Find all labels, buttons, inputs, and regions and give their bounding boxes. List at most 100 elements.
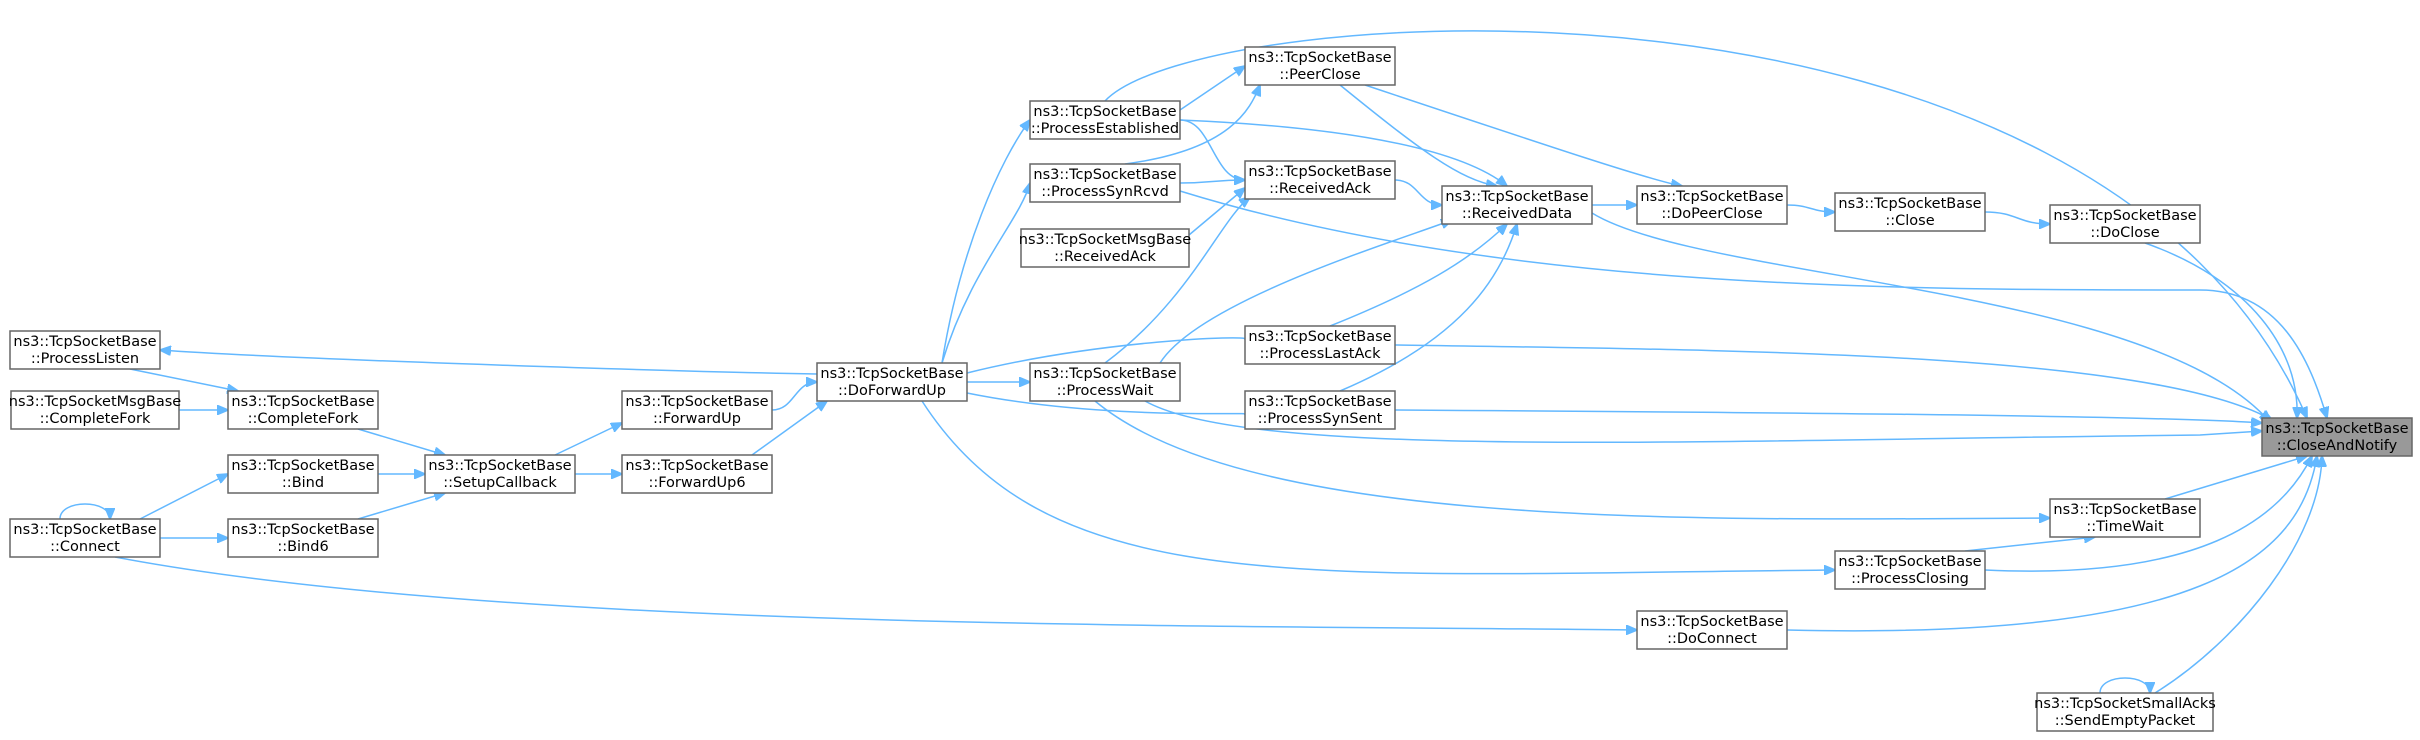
- edge-doforwardup-to-processlisten: [160, 350, 818, 375]
- node-label-method-msgcompletefork: ::CompleteFork: [40, 411, 151, 427]
- edge-peerclose-to-receiveddata: [1339, 84, 1497, 186]
- edge-processestablished-to-receiveddata: [1179, 119, 1507, 186]
- node-setupcallback[interactable]: ns3::TcpSocketBase::SetupCallback: [424, 454, 576, 494]
- node-box-processsynsent: [1244, 390, 1396, 430]
- node-processsynrcvd[interactable]: ns3::TcpSocketBase::ProcessSynRcvd: [1029, 163, 1181, 203]
- node-processlisten[interactable]: ns3::TcpSocketBase::ProcessListen: [9, 330, 161, 370]
- node-label-class-connect: ns3::TcpSocketBase: [13, 522, 156, 538]
- node-box-processclosing: [1834, 550, 1986, 590]
- node-closeandnotify[interactable]: ns3::TcpSocketBase::CloseAndNotify: [2261, 417, 2413, 457]
- node-label-method-forwardup6: ::ForwardUp6: [648, 475, 745, 491]
- node-label-class-close: ns3::TcpSocketBase: [1838, 196, 1981, 212]
- node-processwait[interactable]: ns3::TcpSocketBase::ProcessWait: [1029, 362, 1181, 402]
- edge-connect-to-connect: [59, 503, 110, 519]
- node-label-class-bind: ns3::TcpSocketBase: [231, 458, 374, 474]
- node-completefork[interactable]: ns3::TcpSocketBase::CompleteFork: [227, 390, 379, 430]
- node-timewait[interactable]: ns3::TcpSocketBase::TimeWait: [2049, 498, 2201, 538]
- edge-forwardup6-to-doforwardup: [751, 401, 827, 456]
- node-msgreceivedack[interactable]: ns3::TcpSocketMsgBase::ReceivedAck: [1019, 228, 1192, 268]
- edge-sendemptypacket-to-closeandnotify: [2154, 456, 2322, 694]
- node-label-class-dopeerclose: ns3::TcpSocketBase: [1640, 189, 1783, 205]
- edge-msgreceivedack-to-receivedack: [1188, 188, 1245, 236]
- node-label-class-forwardup6: ns3::TcpSocketBase: [625, 458, 768, 474]
- edge-processclosing-to-timewait: [1964, 537, 2095, 552]
- node-processlastack[interactable]: ns3::TcpSocketBase::ProcessLastAck: [1244, 325, 1396, 365]
- node-doconnect[interactable]: ns3::TcpSocketBase::DoConnect: [1636, 610, 1788, 650]
- node-label-class-bind6: ns3::TcpSocketBase: [231, 522, 374, 538]
- node-label-method-processlastack: ::ProcessLastAck: [1259, 346, 1381, 362]
- node-box-close: [1834, 192, 1986, 232]
- node-box-msgreceivedack: [1020, 228, 1190, 268]
- node-peerclose[interactable]: ns3::TcpSocketBase::PeerClose: [1244, 46, 1396, 86]
- edge-processsynsent-to-receiveddata: [1339, 224, 1517, 392]
- node-box-doconnect: [1636, 610, 1788, 650]
- node-label-class-processclosing: ns3::TcpSocketBase: [1838, 554, 1981, 570]
- node-label-method-dopeerclose: ::DoPeerClose: [1661, 206, 1762, 222]
- edge-processestablished-to-receivedack: [1179, 119, 1245, 180]
- node-connect[interactable]: ns3::TcpSocketBase::Connect: [9, 518, 161, 558]
- node-box-timewait: [2049, 498, 2201, 538]
- node-box-completefork: [227, 390, 379, 430]
- node-label-method-bind6: ::Bind6: [277, 539, 328, 555]
- node-label-class-processsynrcvd: ns3::TcpSocketBase: [1033, 167, 1176, 183]
- node-box-processestablished: [1029, 100, 1181, 140]
- node-box-processlisten: [9, 330, 161, 370]
- node-label-class-processwait: ns3::TcpSocketBase: [1033, 366, 1176, 382]
- node-box-processsynrcvd: [1029, 163, 1181, 203]
- node-label-class-peerclose: ns3::TcpSocketBase: [1248, 50, 1391, 66]
- node-close[interactable]: ns3::TcpSocketBase::Close: [1834, 192, 1986, 232]
- node-box-closeandnotify: [2261, 417, 2413, 457]
- node-forwardup6[interactable]: ns3::TcpSocketBase::ForwardUp6: [621, 454, 773, 494]
- node-doforwardup[interactable]: ns3::TcpSocketBase::DoForwardUp: [816, 362, 968, 402]
- edge-doforwardup-to-processsynrcvd: [941, 183, 1030, 364]
- node-label-class-forwardup: ns3::TcpSocketBase: [625, 394, 768, 410]
- node-box-receivedack: [1244, 160, 1396, 200]
- edge-processwait-to-receiveddata: [1159, 220, 1452, 364]
- node-label-method-processestablished: ::ProcessEstablished: [1031, 121, 1179, 137]
- node-processclosing[interactable]: ns3::TcpSocketBase::ProcessClosing: [1834, 550, 1986, 590]
- node-box-connect: [9, 518, 161, 558]
- node-box-doclose: [2049, 204, 2201, 244]
- node-label-method-closeandnotify: ::CloseAndNotify: [2277, 438, 2398, 454]
- edge-completefork-to-setupcallback: [357, 428, 445, 455]
- node-label-method-timewait: ::TimeWait: [2086, 519, 2164, 535]
- edge-processsynsent-to-closeandnotify: [1394, 409, 2262, 423]
- node-label-class-doconnect: ns3::TcpSocketBase: [1640, 614, 1783, 630]
- edge-doforwardup-to-processclosing: [921, 400, 1835, 574]
- node-label-method-msgreceivedack: ::ReceivedAck: [1054, 249, 1156, 265]
- node-label-method-completefork: ::CompleteFork: [248, 411, 359, 427]
- edge-processsynrcvd-to-peerclose: [1124, 85, 1260, 165]
- edge-dopeerclose-to-close: [1786, 204, 1835, 212]
- node-label-method-doclose: ::DoClose: [2090, 225, 2159, 241]
- node-box-setupcallback: [424, 454, 576, 494]
- node-dopeerclose[interactable]: ns3::TcpSocketBase::DoPeerClose: [1636, 185, 1788, 225]
- node-doclose[interactable]: ns3::TcpSocketBase::DoClose: [2049, 204, 2201, 244]
- node-label-method-receiveddata: ::ReceivedData: [1462, 206, 1572, 222]
- edge-receivedack-to-receiveddata: [1394, 179, 1442, 205]
- node-processsynsent[interactable]: ns3::TcpSocketBase::ProcessSynSent: [1244, 390, 1396, 430]
- edge-doforwardup-to-processestablished: [941, 120, 1030, 364]
- node-label-method-receivedack: ::ReceivedAck: [1269, 181, 1371, 197]
- node-box-forwardup6: [621, 454, 773, 494]
- edge-close-to-doclose: [1984, 211, 2050, 224]
- node-receiveddata[interactable]: ns3::TcpSocketBase::ReceivedData: [1441, 185, 1593, 225]
- node-box-peerclose: [1244, 46, 1396, 86]
- node-label-class-msgreceivedack: ns3::TcpSocketMsgBase: [1019, 232, 1192, 248]
- node-label-method-forwardup: ::ForwardUp: [653, 411, 741, 427]
- edge-doclose-to-closeandnotify: [2144, 242, 2297, 418]
- edge-processwait-to-timewait: [1094, 400, 2050, 519]
- node-bind6[interactable]: ns3::TcpSocketBase::Bind6: [227, 518, 379, 558]
- node-label-method-doforwardup: ::DoForwardUp: [838, 383, 946, 399]
- edge-connect-to-bind: [139, 474, 228, 520]
- node-sendemptypacket[interactable]: ns3::TcpSocketSmallAcks::SendEmptyPacket: [2034, 692, 2216, 732]
- node-receivedack[interactable]: ns3::TcpSocketBase::ReceivedAck: [1244, 160, 1396, 200]
- node-forwardup[interactable]: ns3::TcpSocketBase::ForwardUp: [621, 390, 773, 430]
- node-processestablished[interactable]: ns3::TcpSocketBase::ProcessEstablished: [1029, 100, 1181, 140]
- node-box-forwardup: [621, 390, 773, 430]
- node-msgcompletefork[interactable]: ns3::TcpSocketMsgBase::CompleteFork: [9, 390, 182, 430]
- node-label-method-processsynsent: ::ProcessSynSent: [1258, 411, 1383, 427]
- node-label-class-receiveddata: ns3::TcpSocketBase: [1445, 189, 1588, 205]
- node-box-processlastack: [1244, 325, 1396, 365]
- node-bind[interactable]: ns3::TcpSocketBase::Bind: [227, 454, 379, 494]
- edge-layer: [59, 30, 2327, 694]
